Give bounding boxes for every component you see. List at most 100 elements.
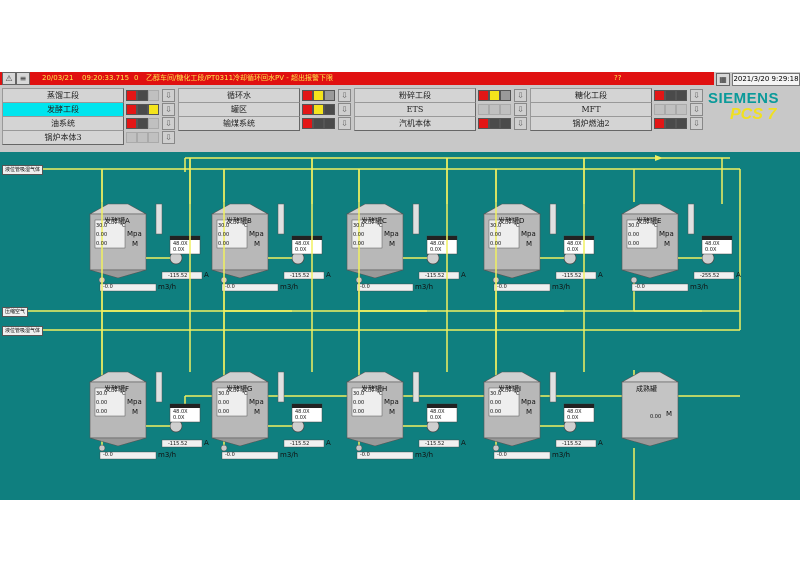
alarm-line[interactable]: ⚠ ≡ 20/03/21 09:20:33.715 0 乙醇车间/糖化工段/PT… bbox=[0, 72, 714, 85]
load-area-icon[interactable]: ⇩ bbox=[162, 89, 175, 102]
alarm-status-indicator[interactable] bbox=[148, 90, 159, 101]
alarm-status-indicator[interactable] bbox=[313, 90, 324, 101]
alarm-status-indicator[interactable] bbox=[489, 104, 500, 115]
alarm-list-icon[interactable]: ≡ bbox=[16, 72, 30, 85]
nav-button-5[interactable]: 发酵工段 bbox=[2, 102, 124, 117]
controller-output-2[interactable]: 0.0X bbox=[705, 247, 717, 253]
alarm-status-indicator[interactable] bbox=[500, 118, 511, 129]
nav-button-10[interactable]: 输煤系统 bbox=[178, 116, 300, 131]
controller-output-2[interactable]: 0.0X bbox=[430, 247, 442, 253]
nav-button-9[interactable]: 油系统 bbox=[2, 116, 124, 131]
load-area-icon[interactable]: ⇩ bbox=[514, 89, 527, 102]
controller-output-1[interactable]: 48.0X bbox=[567, 409, 582, 415]
alarm-status-indicator[interactable] bbox=[126, 90, 137, 101]
current-value[interactable]: -115.52 bbox=[290, 273, 310, 279]
alarm-status-indicator[interactable] bbox=[302, 90, 313, 101]
current-value[interactable]: -115.52 bbox=[425, 273, 445, 279]
controller-output-2[interactable]: 0.0X bbox=[567, 415, 579, 421]
nav-button-12[interactable]: 锅炉燃油2 bbox=[530, 116, 652, 131]
load-area-icon[interactable]: ⇩ bbox=[514, 117, 527, 130]
controller-output-1[interactable]: 48.0X bbox=[173, 241, 188, 247]
alarm-status-indicator[interactable] bbox=[654, 104, 665, 115]
flow-value[interactable]: -0.0 bbox=[225, 284, 235, 290]
alarm-status-indicator[interactable] bbox=[654, 90, 665, 101]
alarm-status-indicator[interactable] bbox=[148, 118, 159, 129]
alarm-status-indicator[interactable] bbox=[126, 132, 137, 143]
alarm-status-indicator[interactable] bbox=[478, 90, 489, 101]
alarm-status-indicator[interactable] bbox=[676, 118, 687, 129]
load-area-icon[interactable]: ⇩ bbox=[514, 103, 527, 116]
controller-output-2[interactable]: 0.0X bbox=[430, 415, 442, 421]
nav-button-7[interactable]: ETS bbox=[354, 102, 476, 117]
current-value[interactable]: -115.52 bbox=[562, 273, 582, 279]
controller-output-1[interactable]: 48.0X bbox=[173, 409, 188, 415]
alarm-status-indicator[interactable] bbox=[324, 90, 335, 101]
nav-button-4[interactable]: 糖化工段 bbox=[530, 88, 652, 103]
alarm-status-indicator[interactable] bbox=[478, 104, 489, 115]
alarm-status-indicator[interactable] bbox=[302, 104, 313, 115]
flow-value[interactable]: -0.0 bbox=[497, 284, 507, 290]
alarm-status-indicator[interactable] bbox=[676, 104, 687, 115]
current-value[interactable]: -115.52 bbox=[425, 441, 445, 447]
controller-output-2[interactable]: 0.0X bbox=[295, 415, 307, 421]
controller-output-2[interactable]: 0.0X bbox=[173, 247, 185, 253]
load-area-icon[interactable]: ⇩ bbox=[162, 131, 175, 144]
alarm-status-indicator[interactable] bbox=[676, 90, 687, 101]
alarm-status-indicator[interactable] bbox=[126, 104, 137, 115]
controller-output-1[interactable]: 48.0X bbox=[705, 241, 720, 247]
alarm-status-indicator[interactable] bbox=[500, 90, 511, 101]
alarm-status-indicator[interactable] bbox=[148, 132, 159, 143]
controller-output-1[interactable]: 48.0X bbox=[430, 241, 445, 247]
load-area-icon[interactable]: ⇩ bbox=[338, 89, 351, 102]
load-area-icon[interactable]: ⇩ bbox=[690, 103, 703, 116]
flow-value[interactable]: -0.0 bbox=[103, 284, 113, 290]
load-area-icon[interactable]: ⇩ bbox=[338, 117, 351, 130]
alarm-overview-icon[interactable]: ⚠ bbox=[2, 72, 16, 85]
controller-output-2[interactable]: 0.0X bbox=[295, 247, 307, 253]
alarm-status-indicator[interactable] bbox=[302, 118, 313, 129]
flow-value[interactable]: -0.0 bbox=[103, 452, 113, 458]
flow-value[interactable]: -0.0 bbox=[360, 452, 370, 458]
controller-output-1[interactable]: 48.0X bbox=[430, 409, 445, 415]
alarm-status-indicator[interactable] bbox=[137, 118, 148, 129]
alarm-status-indicator[interactable] bbox=[137, 132, 148, 143]
load-area-icon[interactable]: ⇩ bbox=[162, 117, 175, 130]
alarm-status-indicator[interactable] bbox=[324, 104, 335, 115]
flow-value[interactable]: -0.0 bbox=[635, 284, 645, 290]
alarm-status-indicator[interactable] bbox=[665, 90, 676, 101]
controller-output-2[interactable]: 0.0X bbox=[173, 415, 185, 421]
alarm-status-indicator[interactable] bbox=[478, 118, 489, 129]
nav-button-2[interactable]: 循环水 bbox=[178, 88, 300, 103]
alarm-status-indicator[interactable] bbox=[665, 104, 676, 115]
alarm-status-indicator[interactable] bbox=[489, 118, 500, 129]
nav-button-3[interactable]: 粉碎工段 bbox=[354, 88, 476, 103]
nav-button-11[interactable]: 汽机本体 bbox=[354, 116, 476, 131]
load-area-icon[interactable]: ⇩ bbox=[690, 89, 703, 102]
flow-value[interactable]: -0.0 bbox=[497, 452, 507, 458]
alarm-status-indicator[interactable] bbox=[137, 104, 148, 115]
flow-value[interactable]: -0.0 bbox=[225, 452, 235, 458]
controller-output-2[interactable]: 0.0X bbox=[567, 247, 579, 253]
current-value[interactable]: -115.52 bbox=[290, 441, 310, 447]
alarm-status-indicator[interactable] bbox=[126, 118, 137, 129]
alarm-status-indicator[interactable] bbox=[324, 118, 335, 129]
calendar-icon[interactable]: ▦ bbox=[716, 73, 730, 86]
alarm-status-indicator[interactable] bbox=[148, 104, 159, 115]
controller-output-1[interactable]: 48.0X bbox=[567, 241, 582, 247]
alarm-status-indicator[interactable] bbox=[313, 104, 324, 115]
nav-button-8[interactable]: MFT bbox=[530, 102, 652, 117]
current-value[interactable]: -115.52 bbox=[562, 441, 582, 447]
alarm-status-indicator[interactable] bbox=[665, 118, 676, 129]
flow-value[interactable]: -0.0 bbox=[360, 284, 370, 290]
current-value[interactable]: -115.52 bbox=[168, 441, 188, 447]
nav-button-6[interactable]: 罐区 bbox=[178, 102, 300, 117]
controller-output-1[interactable]: 48.0X bbox=[295, 409, 310, 415]
alarm-status-indicator[interactable] bbox=[489, 90, 500, 101]
controller-output-1[interactable]: 48.0X bbox=[295, 241, 310, 247]
current-value[interactable]: -255.52 bbox=[700, 273, 720, 279]
load-area-icon[interactable]: ⇩ bbox=[690, 117, 703, 130]
alarm-status-indicator[interactable] bbox=[313, 118, 324, 129]
load-area-icon[interactable]: ⇩ bbox=[338, 103, 351, 116]
alarm-status-indicator[interactable] bbox=[137, 90, 148, 101]
alarm-status-indicator[interactable] bbox=[500, 104, 511, 115]
